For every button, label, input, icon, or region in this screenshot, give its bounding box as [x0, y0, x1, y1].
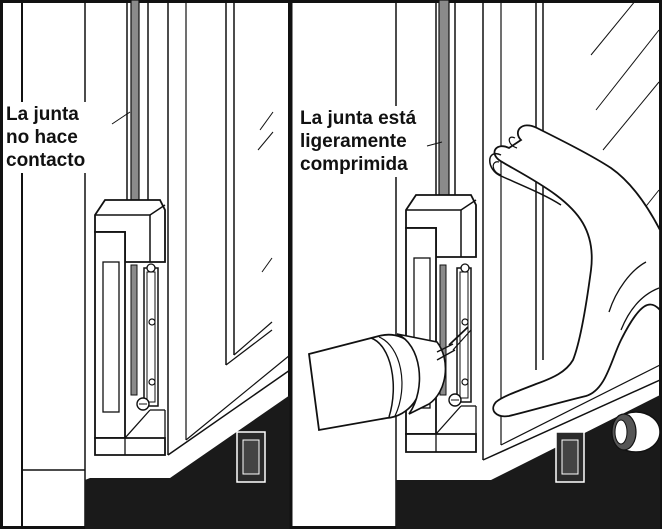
gasket-not-contacting-label: La junta no hace contacto — [3, 102, 89, 173]
hand-icon — [489, 124, 661, 418]
base-panel — [85, 395, 290, 529]
gasket-slightly-compressed-label: La junta está ligeramente comprimida — [297, 106, 420, 177]
gasket-icon — [130, 0, 140, 396]
label-leader-line — [111, 111, 131, 125]
panel-gasket-slightly-compressed: La junta está ligeramente comprimida — [291, 0, 662, 529]
rocker-switch-icon — [555, 431, 585, 483]
strike-plate-icon — [448, 263, 472, 407]
rocker-switch-icon — [236, 431, 266, 483]
base-panel — [396, 395, 660, 529]
door-latch-bracket-icon — [94, 199, 166, 456]
label-line-2: no hace — [6, 127, 78, 148]
power-drill-icon — [308, 326, 472, 432]
knob-icon — [611, 411, 661, 453]
label-line-1: La junta — [6, 104, 79, 125]
label-line-3: comprimida — [300, 154, 408, 175]
label-line-3: contacto — [6, 150, 86, 171]
strike-plate-icon — [136, 263, 159, 411]
panel-gasket-not-contacting: La junta no hace contacto — [0, 0, 291, 529]
door-edge — [147, 0, 291, 456]
label-line-2: ligeramente — [300, 131, 407, 152]
panel-right-drawing — [291, 0, 662, 529]
panel-left-drawing — [0, 0, 291, 529]
label-line-1: La junta está — [300, 108, 417, 129]
label-leader-line — [426, 141, 443, 147]
